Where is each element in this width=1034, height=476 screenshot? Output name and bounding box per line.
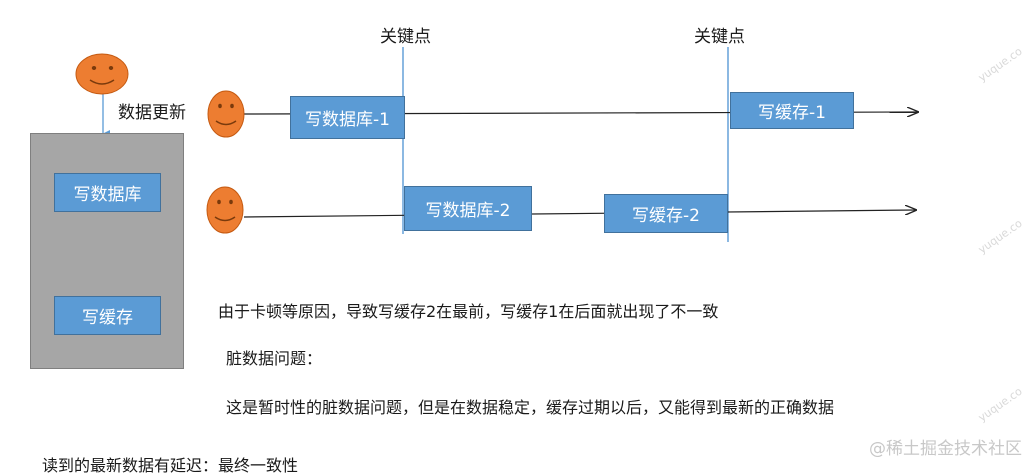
brand-watermark: @稀土掘金技术社区	[869, 439, 1022, 459]
note-inconsistency: 由于卡顿等原因，导致写缓存2在最前，写缓存1在后面就出现了不一致	[218, 302, 719, 321]
row2-write-db-box: 写数据库-2	[404, 186, 532, 231]
data-update-label: 数据更新	[118, 103, 186, 123]
user-face-icon	[75, 53, 129, 95]
key-point-label-2: 关键点	[694, 27, 745, 47]
panel-write-cache-box: 写缓存	[54, 296, 161, 335]
note-temporary-dirty-data: 这是暂时性的脏数据问题，但是在数据稳定，缓存过期以后，又能得到最新的正确数据	[226, 398, 835, 417]
panel-write-db-box: 写数据库	[54, 173, 161, 212]
row1-write-db-box: 写数据库-1	[290, 96, 405, 139]
user-face-icon	[206, 186, 244, 234]
user-face-icon	[207, 90, 245, 138]
row1-write-cache-box: 写缓存-1	[730, 92, 854, 129]
timeline-2	[243, 210, 916, 218]
note-dirty-data-title: 脏数据问题：	[226, 349, 323, 368]
row2-write-cache-box: 写缓存-2	[604, 194, 728, 233]
key-point-label-1: 关键点	[380, 27, 431, 47]
note-eventual-consistency: 读到的最新数据有延迟：最终一致性	[42, 456, 299, 475]
